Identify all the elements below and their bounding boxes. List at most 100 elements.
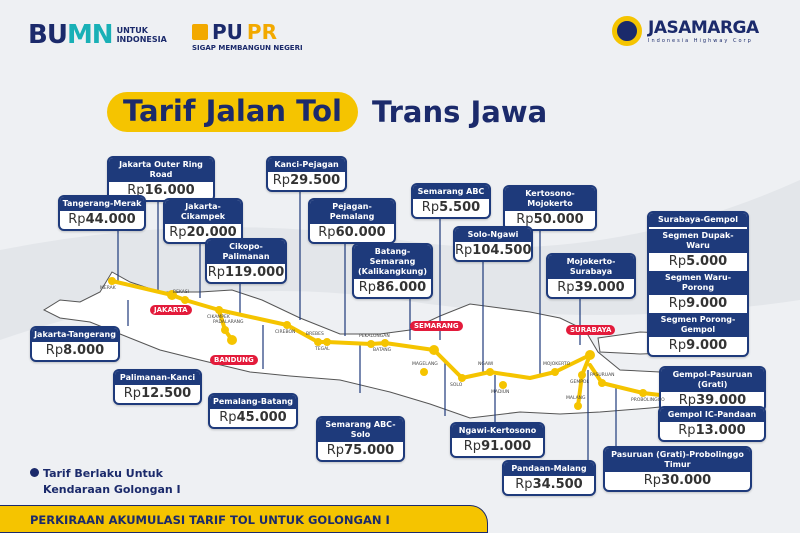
city-dot xyxy=(499,381,507,389)
route-price: Rp39.000 xyxy=(678,393,747,408)
city-label: PEKALONGAN xyxy=(359,334,390,339)
route-price: Rp16.000 xyxy=(127,183,195,198)
city-dot xyxy=(367,340,375,348)
city-pin: SEMARANG xyxy=(410,321,463,331)
route-name: Batang-Semarang (Kalikangkung) xyxy=(354,245,431,279)
route-price: Rp34.500 xyxy=(515,477,583,492)
route-name: Pejagan-Pemalang xyxy=(310,200,394,224)
major-city-dot xyxy=(429,345,439,355)
city-label: MOJOKERTO xyxy=(543,362,571,367)
city-label: MERAK xyxy=(100,286,116,291)
route-name: Gempol-Pasuruan (Grati) xyxy=(661,368,764,392)
major-city-dot xyxy=(585,350,595,360)
city-label: PADALARANG xyxy=(213,320,244,325)
route-name: Kertosono-Mojokerto xyxy=(505,187,595,211)
route-name: Ngawi-Kertosono xyxy=(452,424,543,438)
route-price: Rp39.000 xyxy=(557,280,625,295)
route-price: Rp12.500 xyxy=(123,386,192,401)
city-label: MAGELANG xyxy=(412,362,438,367)
route-price: Rp8.000 xyxy=(45,343,105,358)
city-dot xyxy=(574,402,582,410)
city-pin: JAKARTA xyxy=(150,305,192,315)
route-price: Rp119.000 xyxy=(207,265,285,280)
city-label: BREBES xyxy=(306,332,324,337)
city-dot xyxy=(598,379,606,387)
toll-road-probolinggo xyxy=(588,363,662,397)
route-price: Rp44.000 xyxy=(68,212,136,227)
city-label: PASURUAN xyxy=(590,373,615,378)
route-name: Kanci-Pejagan xyxy=(268,158,345,172)
city-dot xyxy=(181,296,189,304)
route-name: Jakarta-Cikampek xyxy=(165,200,241,224)
city-label: SOLO xyxy=(450,383,463,388)
footer-banner: PERKIRAAN AKUMULASI TARIF TOL UNTUK GOLO… xyxy=(0,505,488,533)
tariff-box: Gempol-Pasuruan (Grati)Rp39.000 xyxy=(659,366,766,412)
route-name: Mojokerto-Surabaya xyxy=(548,255,634,279)
route-name: Jakarta-Tangerang xyxy=(32,328,118,342)
city-label: GEMPOL xyxy=(570,380,589,385)
city-dot xyxy=(551,368,559,376)
city-label: PROBOLINGGO xyxy=(631,398,665,403)
city-pin: BANDUNG xyxy=(210,355,258,365)
city-dot xyxy=(639,389,647,397)
city-dot xyxy=(215,306,223,314)
page-title: Tarif Jalan Tol Trans Jawa xyxy=(107,92,547,132)
city-label: NGAWI xyxy=(478,362,494,367)
city-label: CIKAMPEK xyxy=(207,315,230,320)
pupr-emblem-icon xyxy=(192,24,208,40)
city-dot xyxy=(108,277,116,285)
route-name: Pasuruan (Grati)-Probolinggo Timur xyxy=(605,448,750,472)
city-label: TEGAL xyxy=(315,347,330,352)
city-dot xyxy=(458,374,466,382)
route-name: Palimanan-Kanci xyxy=(115,371,200,385)
route-price: Rp91.000 xyxy=(463,439,532,454)
route-price: Rp86.000 xyxy=(358,280,427,295)
jasamarga-emblem-icon xyxy=(612,16,642,46)
city-label: BATANG xyxy=(373,348,392,353)
route-price: Rp5.500 xyxy=(421,200,481,215)
route-name: Semarang ABC-Solo xyxy=(318,418,403,442)
major-city-dot xyxy=(167,290,177,300)
route-name: Gempol IC-Pandaan xyxy=(660,408,764,422)
route-name: Pandaan-Malang xyxy=(504,462,594,476)
route-price: Rp30.000 xyxy=(643,473,712,488)
route-name: Tangerang-Merak xyxy=(60,197,144,211)
route-price: Rp60.000 xyxy=(318,225,386,240)
route-name: Jakarta Outer Ring Road xyxy=(109,158,213,182)
city-label: CIREBON xyxy=(275,330,296,335)
city-dot xyxy=(283,321,291,329)
route-price: Rp45.000 xyxy=(219,410,287,425)
route-price: Rp29.500 xyxy=(272,173,341,188)
tariff-box: Batang-Semarang (Kalikangkung)Rp86.000 xyxy=(352,243,433,299)
city-dot xyxy=(381,339,389,347)
city-dot xyxy=(578,371,586,379)
major-city-dot xyxy=(227,335,237,345)
route-name: Pemalang-Batang xyxy=(210,395,296,409)
route-price: Rp104.500 xyxy=(455,243,532,258)
route-name: Semarang ABC xyxy=(413,185,489,199)
city-dot xyxy=(486,368,494,376)
route-price: Rp75.000 xyxy=(326,443,395,458)
city-dot xyxy=(420,368,428,376)
city-dot xyxy=(314,338,322,346)
city-label: MALANG xyxy=(566,396,586,401)
route-name: Cikopo-Palimanan xyxy=(207,240,285,264)
